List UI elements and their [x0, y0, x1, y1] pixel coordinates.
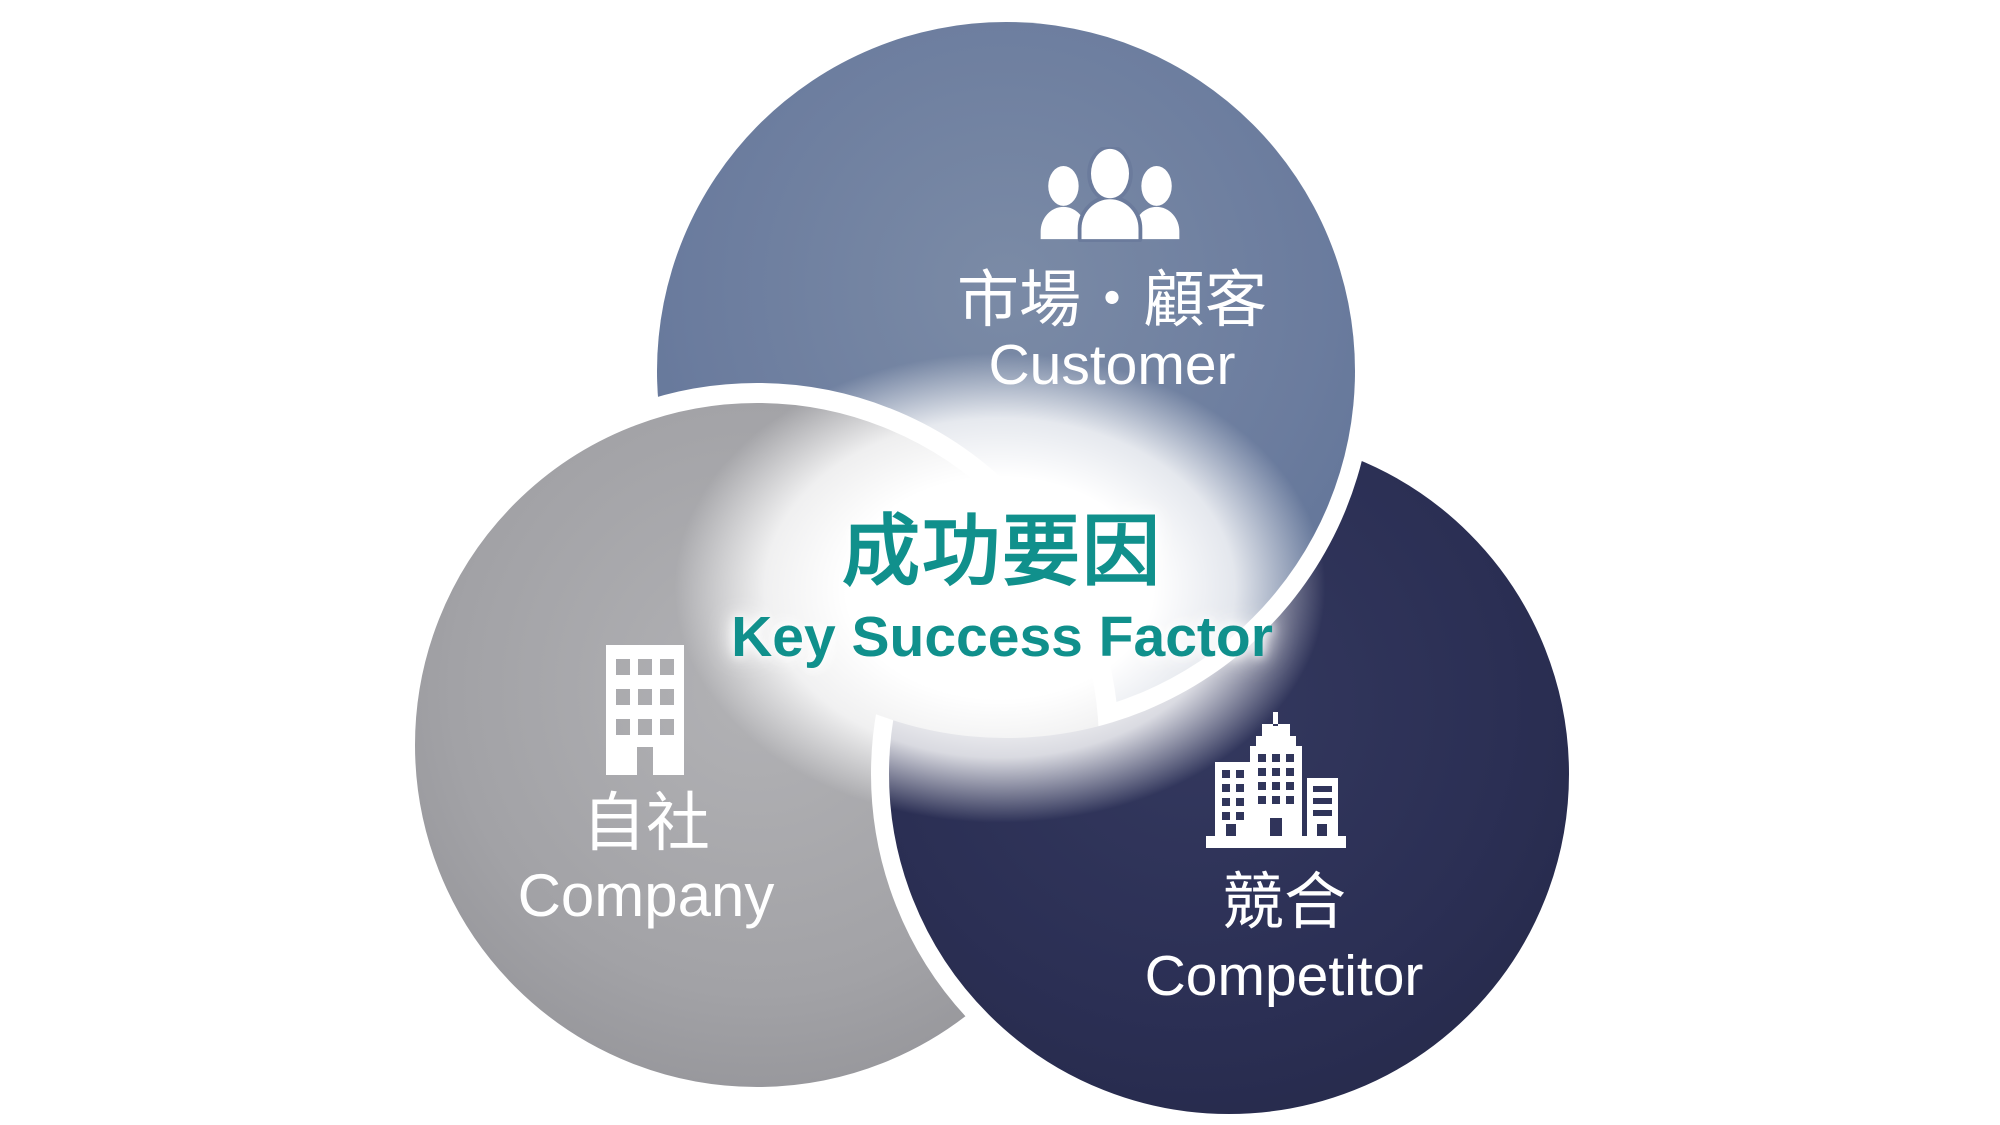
people-icon: [1040, 147, 1180, 242]
competitor-label-ja: 競合: [1221, 868, 1347, 937]
company-label: 自社 Company: [517, 787, 775, 930]
office-building-icon: [606, 645, 684, 775]
company-label-ja: 自社: [581, 787, 710, 859]
center-title-ja: 成功要因: [841, 507, 1162, 595]
competitor-label-en: Competitor: [1144, 944, 1424, 1009]
company-label-en: Company: [517, 862, 775, 930]
customer-label-en: Customer: [988, 332, 1236, 397]
center-title: 成功要因 Key Success Factor: [731, 512, 1273, 669]
competitor-label: 競合 Competitor: [1145, 870, 1424, 1008]
customer-label-ja: 市場・顧客: [956, 266, 1268, 335]
city-buildings-icon: [1206, 712, 1346, 848]
center-title-en: Key Success Factor: [731, 605, 1273, 669]
customer-label: 市場・顧客 Customer: [957, 268, 1267, 398]
